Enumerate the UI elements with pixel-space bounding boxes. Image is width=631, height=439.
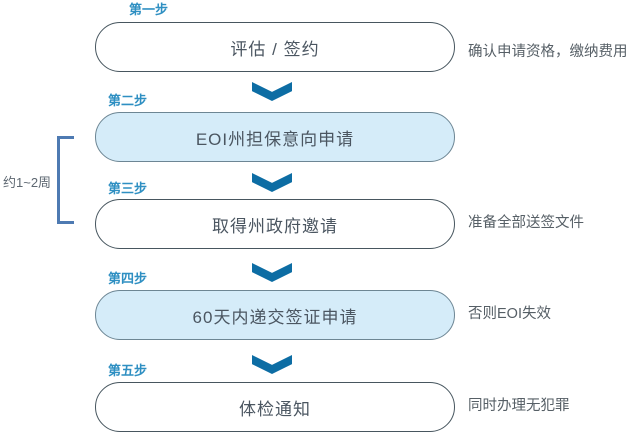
step-4-title: 60天内递交签证申请 — [192, 307, 358, 327]
step-2-title: EOI州担保意向申请 — [195, 129, 355, 149]
arrow-down-icon — [252, 173, 292, 192]
step-3-label: 第三步 — [108, 181, 148, 196]
arrow-down-icon — [252, 82, 292, 101]
step-2-pill: EOI州担保意向申请 — [95, 112, 455, 162]
step-2-label: 第二步 — [108, 93, 148, 108]
step-5-pill: 体检通知 — [95, 382, 455, 432]
duration-label: 约1~2周 — [3, 175, 52, 190]
step-1-note: 确认申请资格，缴纳费用 — [468, 44, 628, 60]
step-4-note: 否则EOI失效 — [468, 306, 551, 322]
arrow-down-icon — [252, 355, 292, 374]
step-5-note: 同时办理无犯罪 — [468, 398, 570, 414]
step-5-title: 体检通知 — [239, 399, 311, 419]
step-5-label: 第五步 — [108, 363, 148, 378]
step-4-pill: 60天内递交签证申请 — [95, 290, 455, 340]
step-4-label: 第四步 — [108, 271, 148, 286]
step-1-pill: 评估 / 签约 — [95, 22, 455, 72]
step-3-note: 准备全部送签文件 — [468, 215, 584, 231]
arrow-down-icon — [252, 263, 292, 282]
step-3-pill: 取得州政府邀请 — [95, 199, 455, 249]
step-1-label: 第一步 — [129, 2, 169, 17]
duration-bracket — [57, 136, 74, 224]
step-1-title: 评估 / 签约 — [230, 39, 320, 59]
step-3-title: 取得州政府邀请 — [212, 216, 338, 236]
